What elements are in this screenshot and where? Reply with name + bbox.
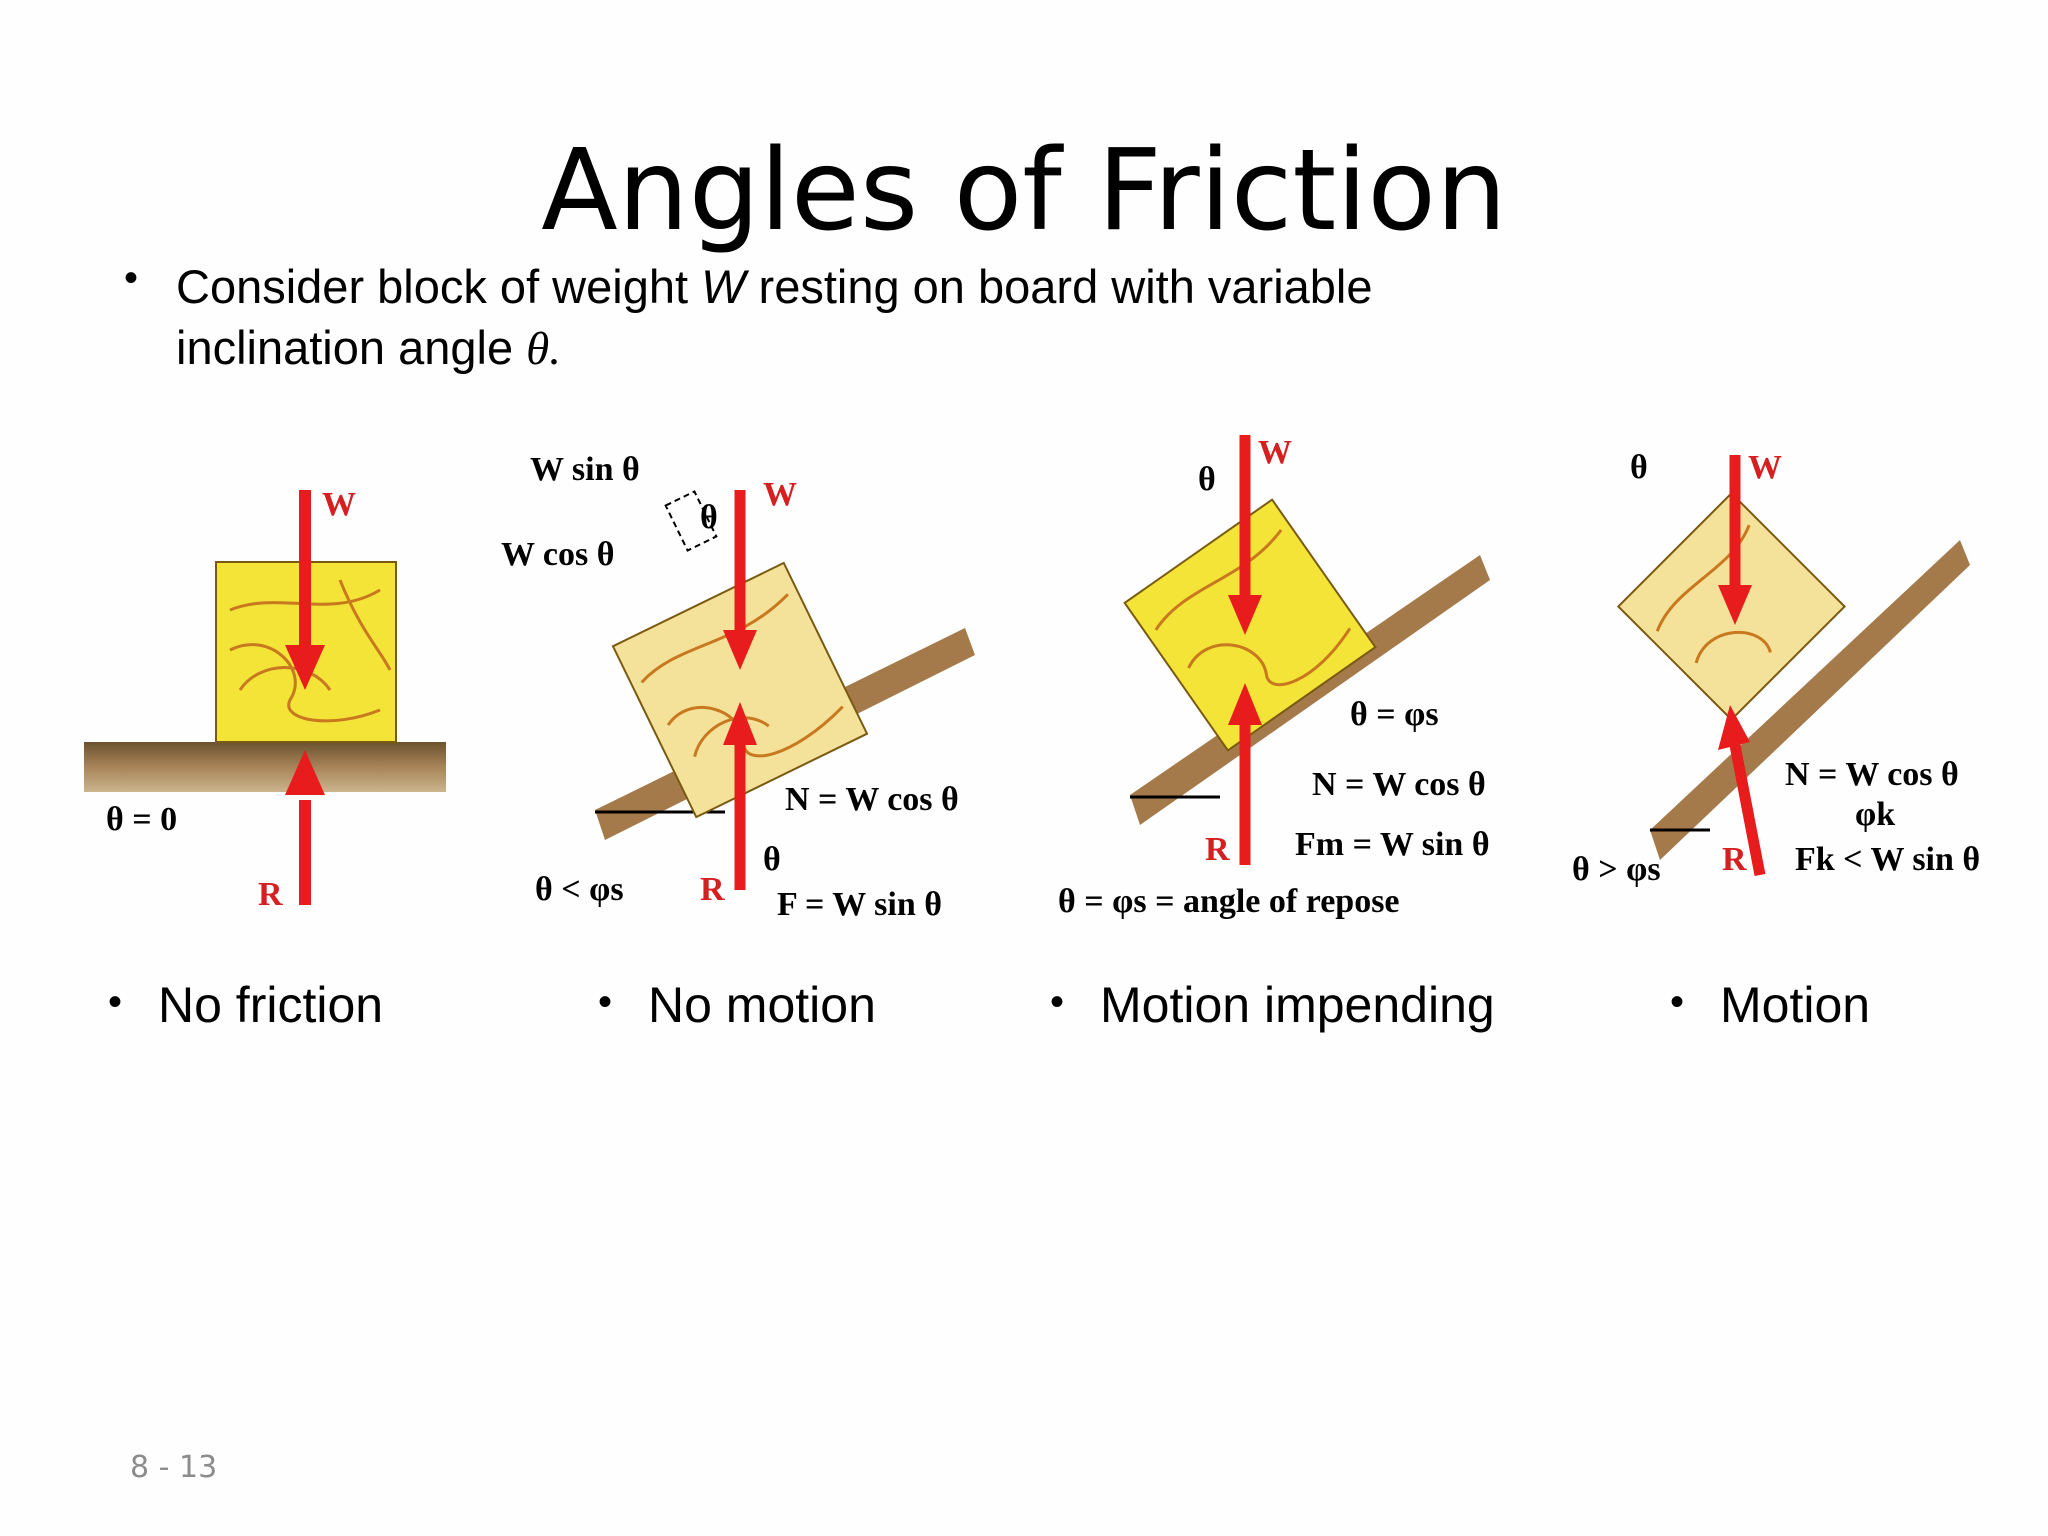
caption-motion-impending: Motion impending <box>1100 977 1495 1033</box>
label-w: W <box>1748 449 1782 486</box>
inclined-board <box>1650 540 1970 860</box>
weight-arrow-icon <box>285 645 325 690</box>
page-title: Angles of Friction <box>541 126 1507 256</box>
label-wcos: W cos θ <box>501 536 614 573</box>
ground-board <box>84 742 446 792</box>
intro-text-3: inclination angle <box>176 321 527 374</box>
label-friction: F = W sin θ <box>777 886 942 923</box>
label-theta-mid: θ <box>763 841 781 878</box>
label-w: W <box>1258 434 1292 471</box>
label-normal: N = W cos θ <box>785 781 959 818</box>
intro-bullet: Consider block of weight W resting on bo… <box>176 256 1576 380</box>
intro-text-2: resting on board with variable <box>745 260 1373 313</box>
label-wsin: W sin θ <box>530 451 640 488</box>
wood-block <box>611 561 869 819</box>
weight-arrow-icon <box>1718 585 1752 625</box>
reaction-arrow-icon <box>1228 683 1262 725</box>
label-theta-top: θ <box>700 499 718 536</box>
diagram-motion-impending: W θ θ = φs N = W cos θ R Fm = W sin θ θ … <box>1058 434 1490 920</box>
reaction-arrow-icon <box>285 750 325 795</box>
page-number: 8 - 13 <box>130 1450 218 1485</box>
diagram-no-motion: W sin θ W cos θ W θ N = W cos θ θ R F = … <box>501 451 975 923</box>
reaction-arrow-icon <box>723 702 757 745</box>
intro-theta: θ. <box>526 323 561 375</box>
label-r: R <box>1722 841 1747 878</box>
weight-arrow-icon <box>723 630 757 670</box>
label-normal: N = W cos θ <box>1785 756 1959 793</box>
bullet-icon: • <box>1050 980 1065 1024</box>
intro-w: W <box>701 260 746 313</box>
label-normal: N = W cos θ <box>1312 766 1486 803</box>
label-w: W <box>763 476 797 513</box>
label-friction: Fk < W sin θ <box>1795 841 1980 878</box>
bullet-icon: • <box>1670 980 1685 1024</box>
intro-text-1: Consider block of weight <box>176 260 702 313</box>
label-phik: φk <box>1855 796 1895 833</box>
label-r: R <box>700 871 725 908</box>
label-repose: θ = φs = angle of repose <box>1058 883 1400 920</box>
label-angle: θ > φs <box>1572 851 1661 888</box>
label-theta-top: θ <box>1198 461 1216 498</box>
label-r: R <box>1205 831 1230 868</box>
wood-block <box>1123 498 1377 752</box>
weight-arrow-icon <box>1228 595 1262 635</box>
caption-motion: Motion <box>1720 977 1871 1033</box>
reaction-arrow-icon <box>1718 705 1750 750</box>
diagram-motion: θ W N = W cos θ φk R Fk < W sin θ θ > φs <box>1572 449 1980 888</box>
bullet-icon: • <box>598 980 613 1024</box>
bullet-icon: • <box>124 256 139 300</box>
caption-no-friction: No friction <box>158 977 384 1033</box>
label-angle: θ < φs <box>535 871 624 908</box>
caption-no-motion: No motion <box>648 977 876 1033</box>
label-r: R <box>258 876 283 913</box>
label-eq: θ = φs <box>1350 696 1439 733</box>
diagram-no-friction: W R θ = 0 <box>84 486 446 913</box>
bullet-icon: • <box>108 980 123 1024</box>
label-friction: Fm = W sin θ <box>1295 826 1490 863</box>
label-w: W <box>322 486 356 523</box>
label-angle: θ = 0 <box>106 801 177 838</box>
label-theta-top: θ <box>1630 449 1648 486</box>
